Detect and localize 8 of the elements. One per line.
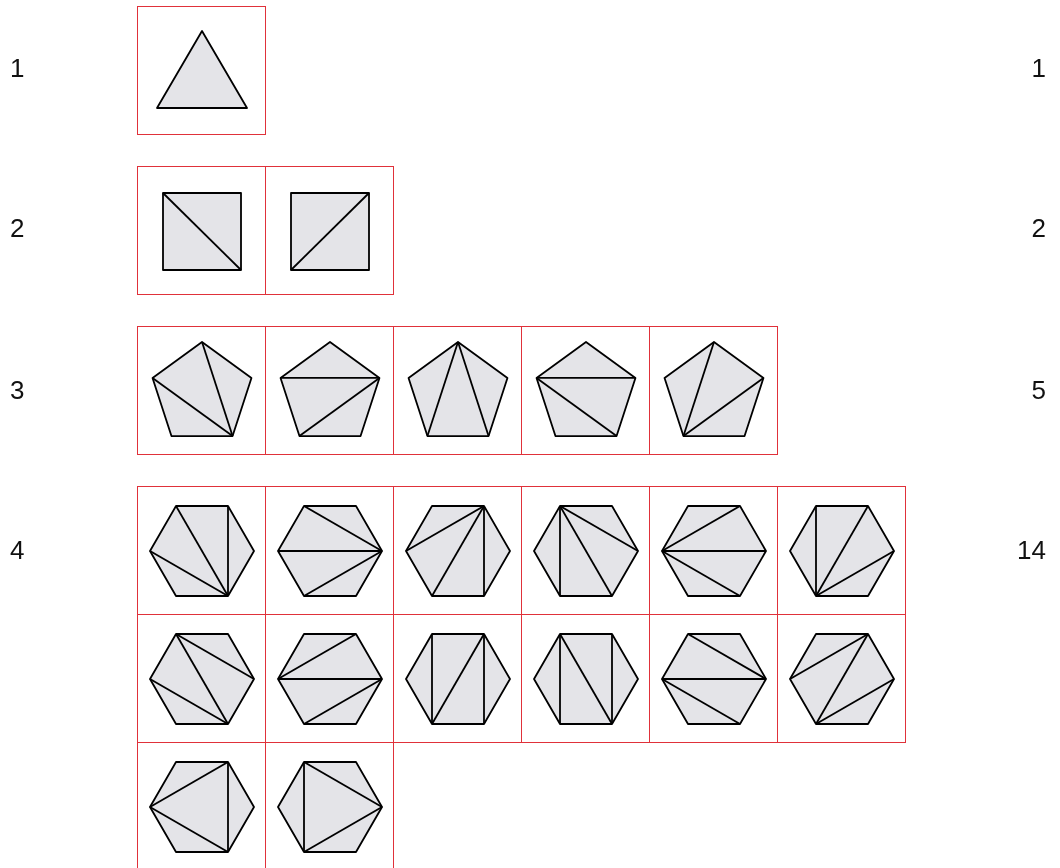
polygon-size-label: 4 xyxy=(10,537,25,563)
count-label: 2 xyxy=(1031,215,1046,241)
count-label: 14 xyxy=(1017,537,1046,563)
polygon-size-label: 3 xyxy=(10,377,25,403)
polygon-size-label: 2 xyxy=(10,215,25,241)
count-label: 5 xyxy=(1031,377,1046,403)
count-label: 1 xyxy=(1031,55,1046,81)
polygon-size-label: 1 xyxy=(10,55,25,81)
